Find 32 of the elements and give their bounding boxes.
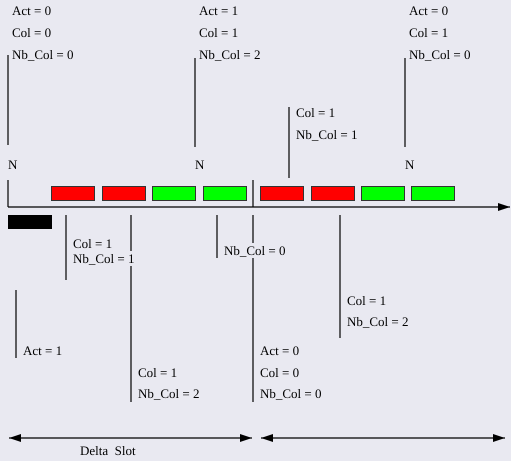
slot-block bbox=[311, 186, 355, 201]
annotation-label: Nb_Col = 1 bbox=[73, 251, 135, 266]
slot-block bbox=[411, 186, 455, 201]
annotation-label: Nb_Col = 0 bbox=[12, 47, 74, 62]
annotation-label: Nb_Col = 2 bbox=[199, 47, 261, 62]
annotation-label: Act = 0 bbox=[409, 3, 448, 18]
annotation-label: Nb_Col = 2 bbox=[347, 314, 409, 329]
annotation-label: Act = 1 bbox=[199, 3, 238, 18]
slot-block bbox=[203, 186, 247, 201]
annotation-label: Nb_Col = 0 bbox=[409, 47, 471, 62]
annotation-label: Nb_Col = 2 bbox=[138, 386, 200, 401]
annotation-label: Col = 1 bbox=[138, 365, 178, 380]
slot-block bbox=[51, 186, 95, 201]
annotation-label: Act = 0 bbox=[260, 343, 300, 358]
annotation-label: Col = 1 bbox=[296, 105, 336, 120]
annotation-label: Col = 0 bbox=[12, 25, 52, 40]
dimension-label: Delta Slot bbox=[80, 443, 136, 458]
annotation-label: Col = 1 bbox=[73, 236, 112, 251]
slot-block bbox=[102, 186, 146, 201]
annotation-label: Act = 0 bbox=[12, 3, 52, 18]
busy-bar bbox=[8, 215, 52, 229]
annotation-label: Col = 1 bbox=[347, 293, 386, 308]
annotation-label: Nb_Col = 1 bbox=[296, 127, 358, 142]
annotation-label: Col = 1 bbox=[409, 25, 448, 40]
slot-block bbox=[260, 186, 304, 201]
annotation-label: Nb_Col = 0 bbox=[260, 386, 322, 401]
slot-block bbox=[361, 186, 405, 201]
annotation-label: Act = 1 bbox=[23, 343, 62, 358]
annotation-label: Nb_Col = 0 bbox=[224, 243, 286, 258]
annotation-label: Col = 1 bbox=[199, 25, 238, 40]
slot-block bbox=[152, 186, 196, 201]
annotation-label: Col = 0 bbox=[260, 365, 300, 380]
